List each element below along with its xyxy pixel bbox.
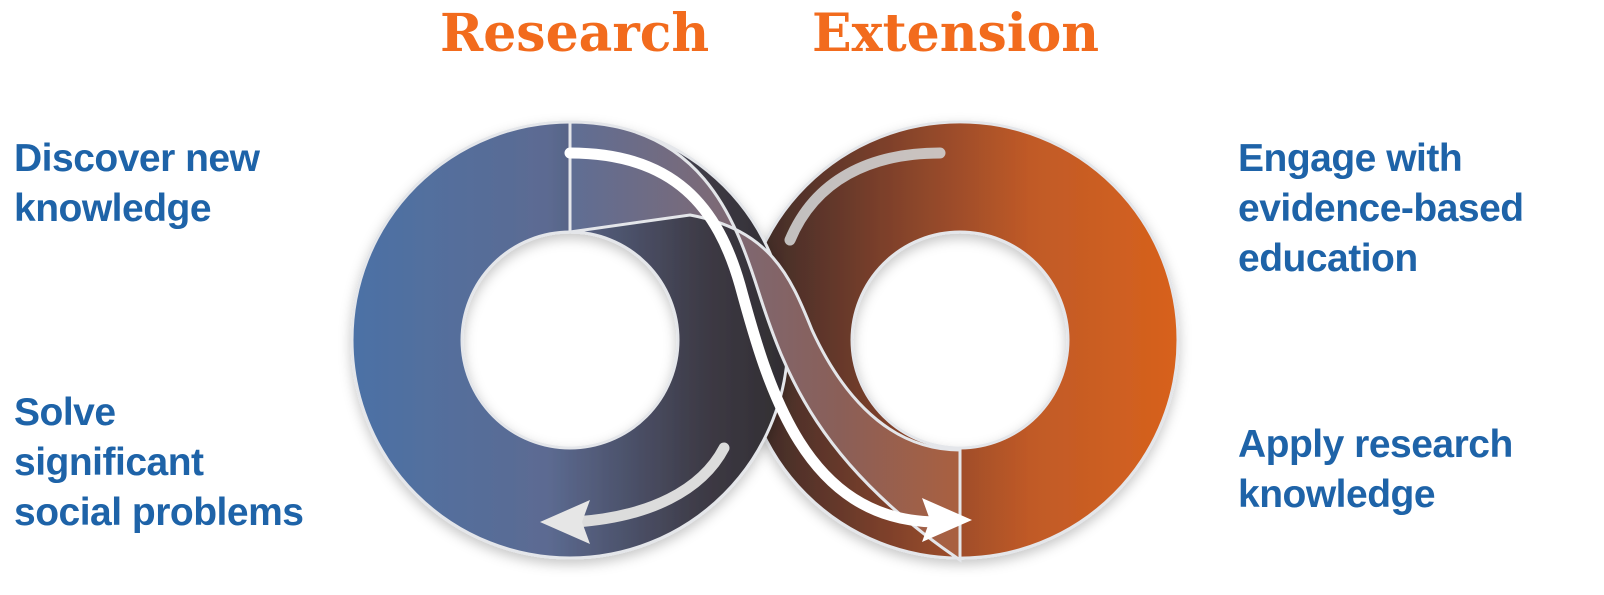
research-to-extension-arrow [564,147,941,528]
arrowhead-left-icon [540,500,590,544]
extension-return-arrow [784,147,946,246]
apply-knowledge-text: Apply research knowledge [1238,423,1513,516]
engage-education-text: Engage with evidence-based education [1238,137,1524,280]
extension-heading: Extension [812,3,1100,64]
discover-knowledge-text: Discover new knowledge [14,137,260,230]
research-ring [350,120,790,560]
research-heading: Research [440,3,710,64]
research-return-arrow [569,442,730,528]
arrowhead-right-icon [922,498,972,542]
solve-problems-text: Solve significant social problems [14,391,304,534]
